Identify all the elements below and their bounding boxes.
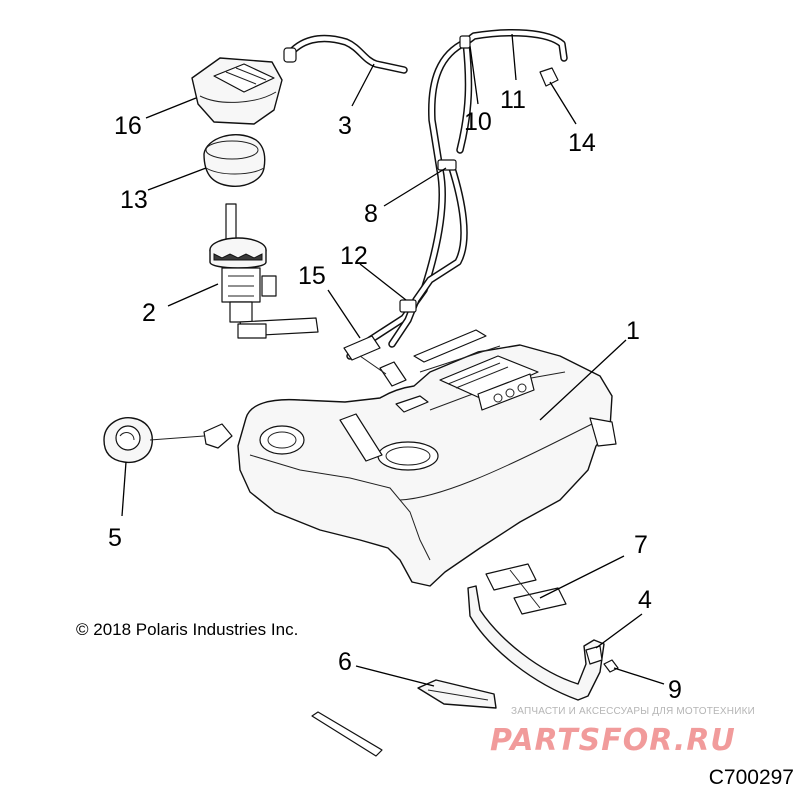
callout-labels: 1 2 3 4 5 6 7 8 9 10 11 12 13 14 15 16 bbox=[108, 86, 682, 704]
callout-3: 3 bbox=[338, 112, 352, 140]
strap-bolt bbox=[603, 659, 619, 673]
callout-1: 1 bbox=[626, 317, 640, 345]
callout-9: 9 bbox=[668, 676, 682, 704]
callout-5: 5 bbox=[108, 524, 122, 552]
callout-10: 10 bbox=[464, 108, 492, 136]
pump-guard bbox=[191, 57, 283, 125]
callout-4: 4 bbox=[638, 586, 652, 614]
pump-cover bbox=[203, 134, 266, 187]
copyright-notice: © 2018 Polaris Industries Inc. bbox=[76, 620, 299, 639]
fuel-cap bbox=[103, 417, 233, 464]
leader-lines bbox=[121, 33, 665, 687]
diagram-id: C700297 bbox=[708, 766, 794, 789]
callout-7: 7 bbox=[634, 531, 648, 559]
strap-pads bbox=[485, 563, 567, 615]
callout-14: 14 bbox=[568, 129, 596, 157]
callout-16: 16 bbox=[114, 112, 142, 140]
fuel-pump bbox=[209, 203, 319, 339]
tank-pad bbox=[413, 329, 487, 363]
callout-2: 2 bbox=[142, 299, 156, 327]
callout-15: 15 bbox=[298, 262, 326, 290]
tank-strap bbox=[467, 585, 605, 701]
callout-8: 8 bbox=[364, 200, 378, 228]
vent-hoses bbox=[283, 29, 568, 387]
watermark-caption: ЗАПЧАСТИ И АКСЕССУАРЫ ДЛЯ МОТОТЕХНИКИ bbox=[511, 706, 756, 717]
callout-12: 12 bbox=[340, 242, 368, 270]
heat-shield bbox=[311, 679, 497, 757]
fuel-tank bbox=[237, 344, 617, 587]
watermark-logo-text: PARTSFOR.RU bbox=[490, 723, 736, 758]
watermark-logo: PARTSFOR.RU bbox=[490, 723, 736, 758]
callout-13: 13 bbox=[120, 186, 148, 214]
callout-11: 11 bbox=[500, 86, 526, 114]
callout-6: 6 bbox=[338, 648, 352, 676]
